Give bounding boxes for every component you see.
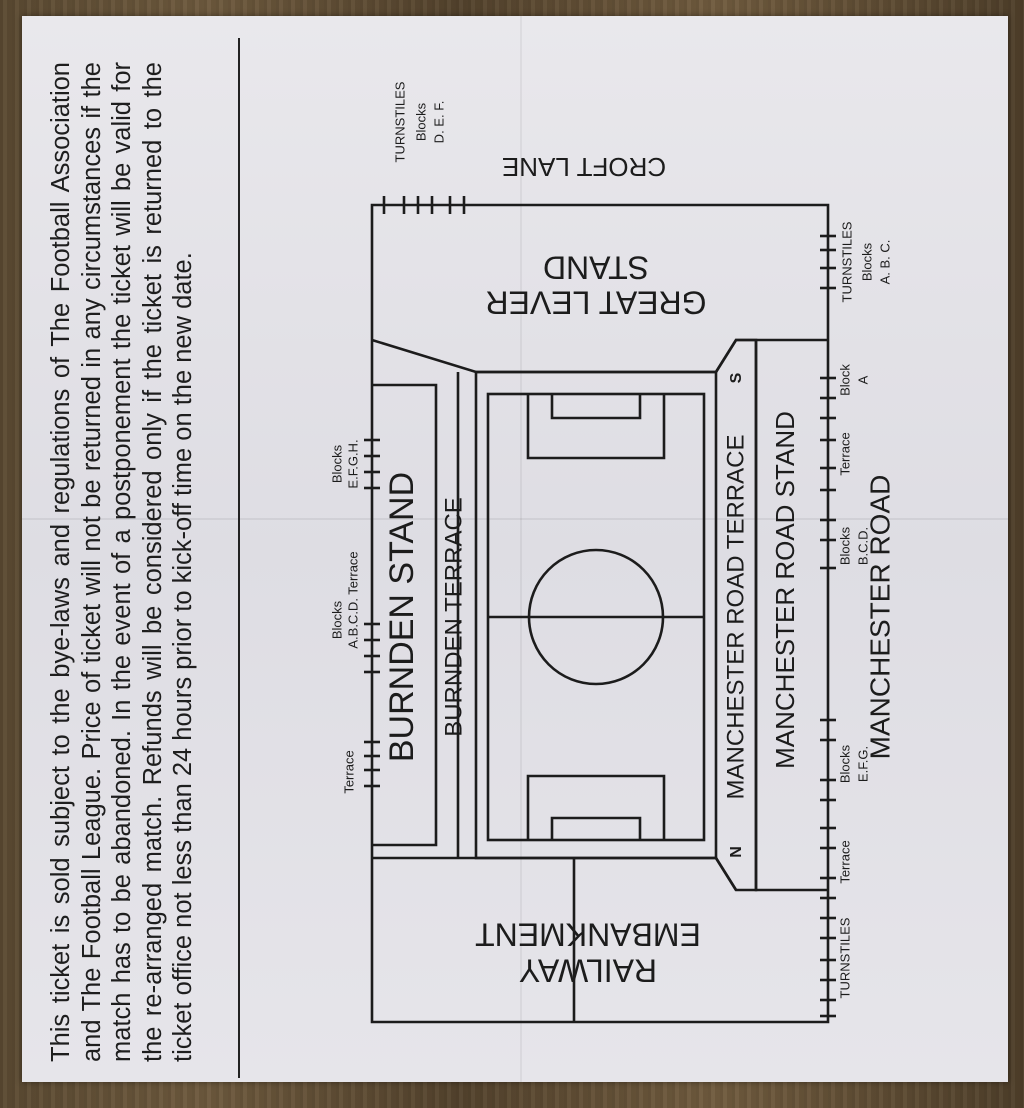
railway-label-1: RAILWAY — [519, 953, 657, 989]
manchester-road-terrace-label: MANCHESTER ROAD TERRACE — [722, 435, 749, 800]
great-lever-stand-outline — [371, 338, 828, 374]
turnstiles-top-label: TURNSTILES — [392, 81, 407, 162]
blocks-abcd-label-2: A.B.C.D. Terrace — [345, 551, 360, 648]
fold-crease-vertical — [520, 16, 522, 1082]
great-lever-stand-label-2: STAND — [543, 250, 649, 286]
terrace-right-label-1: Terrace — [837, 432, 852, 475]
penalty-area-top — [526, 394, 666, 460]
penalty-area-bottom — [526, 774, 666, 840]
blocks-abc-label-1: Blocks — [859, 242, 874, 281]
north-marker: N — [728, 846, 745, 858]
turnstiles-right — [820, 234, 836, 1018]
turnstiles-right-bottom-label: TURNSTILES — [837, 917, 852, 998]
pitch-surround — [474, 370, 718, 860]
manchester-road-stand-label: MANCHESTER ROAD STAND — [770, 411, 800, 769]
blocks-efg-label-1: Blocks — [837, 744, 852, 783]
great-lever-stand-label-1: GREAT LEVER — [485, 285, 706, 321]
turnstiles-top — [382, 196, 466, 214]
railway-embankment-outline — [372, 856, 738, 891]
blocks-efgh-label-2: E.F.G.H. — [345, 439, 360, 488]
croft-lane-label: CROFT LANE — [502, 152, 666, 182]
terrace-right-label-2: Terrace — [837, 840, 852, 883]
ground-boundary — [370, 203, 830, 1024]
burnden-terrace-label: BURNDEN TERRACE — [440, 497, 467, 737]
block-a-label-2: A — [855, 375, 870, 384]
terrace-left-label: Terrace — [341, 750, 356, 793]
burnden-stand-outline — [372, 383, 438, 847]
goal-area-top — [550, 394, 642, 420]
blocks-def-label-2: D. E. F. — [431, 101, 446, 144]
blocks-bcd-label-2: B.C.D. — [855, 527, 870, 565]
ticket: This ticket is sold subject to the bye-l… — [22, 16, 1008, 1082]
blocks-abcd-label-1: Blocks — [329, 600, 344, 639]
goal-area-bottom — [550, 816, 642, 840]
blocks-bcd-label-1: Blocks — [837, 526, 852, 565]
manchester-road-stand-outline — [754, 340, 828, 892]
railway-label-2: EMBANKMENT — [475, 917, 701, 953]
turnstiles-left — [364, 438, 380, 788]
centre-circle — [527, 548, 665, 686]
burnden-stand-label: BURNDEN STAND — [383, 472, 421, 762]
ticket-divider-line — [238, 38, 240, 1078]
south-marker: S — [728, 372, 745, 383]
turnstiles-right-top-label: TURNSTILES — [839, 221, 854, 302]
block-a-label-1: Block — [837, 364, 852, 396]
blocks-efg-label-2: E.F.G. — [855, 746, 870, 782]
fold-crease-horizontal — [22, 518, 1008, 520]
blocks-efgh-label-1: Blocks — [329, 444, 344, 483]
blocks-abc-label-2: A. B. C. — [877, 240, 892, 285]
blocks-def-label-1: Blocks — [413, 102, 428, 141]
manchester-road-label: MANCHESTER ROAD — [864, 475, 895, 760]
